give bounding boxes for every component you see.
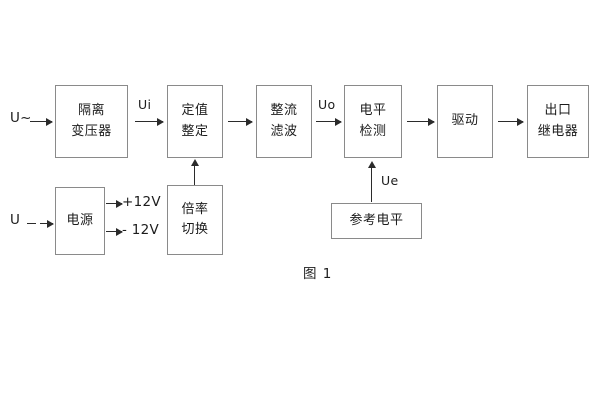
signal-label-ue: Ue — [381, 173, 399, 188]
arrow-isolation-transformer-to-setting-value — [135, 117, 164, 126]
block-output-relay-line2: 继电器 — [537, 123, 579, 139]
block-rectify-filter-line2: 滤波 — [270, 123, 298, 139]
dc-input-dash-segment-1 — [27, 223, 36, 224]
signal-label-uo: Uo — [318, 97, 336, 112]
terminal-label-ac-input: U~ — [10, 110, 32, 126]
block-output-relay-line1: 出口 — [544, 103, 572, 119]
block-setting-value-line1: 定值 — [181, 103, 209, 119]
terminal-label-dc-input: U — [10, 212, 21, 228]
block-output-relay[interactable]: 出口 继电器 — [527, 85, 589, 158]
block-rectify-filter-line1: 整流 — [270, 103, 298, 119]
block-reference-level[interactable]: 参考电平 — [331, 203, 422, 239]
arrow-level-detection-to-drive — [407, 117, 435, 126]
block-setting-value-line2: 整定 — [181, 123, 209, 139]
arrow-multiplier-switch-to-setting-value — [190, 159, 199, 185]
block-reference-level-line1: 参考电平 — [349, 212, 404, 228]
block-isolation-transformer-line1: 隔离 — [77, 103, 105, 119]
block-power-supply[interactable]: 电源 — [55, 187, 105, 255]
arrow-setting-value-to-rectify-filter — [228, 117, 253, 126]
block-multiplier-switch-line1: 倍率 — [181, 201, 209, 217]
arrow-power-supply-positive-rail — [106, 199, 123, 208]
block-multiplier-switch[interactable]: 倍率 切换 — [167, 185, 223, 255]
arrow-ac-input-to-isolation-transformer — [30, 117, 53, 126]
rail-label-negative: - 12V — [122, 222, 160, 238]
figure-caption: 图 1 — [303, 266, 333, 282]
block-isolation-transformer[interactable]: 隔离 变压器 — [55, 85, 128, 158]
signal-label-ui: Ui — [138, 97, 152, 112]
arrow-reference-level-to-level-detection — [367, 161, 376, 202]
arrow-rectify-filter-to-level-detection — [316, 117, 342, 126]
arrow-dc-input-to-power-supply — [40, 219, 54, 228]
block-drive[interactable]: 驱动 — [437, 85, 493, 158]
block-setting-value[interactable]: 定值 整定 — [167, 85, 223, 158]
block-rectify-filter[interactable]: 整流 滤波 — [256, 85, 312, 158]
block-isolation-transformer-line2: 变压器 — [71, 123, 112, 139]
block-power-supply-line1: 电源 — [66, 212, 94, 228]
arrow-drive-to-output-relay — [498, 117, 524, 126]
block-level-detection-line1: 电平 — [359, 103, 387, 119]
block-level-detection-line2: 检测 — [359, 123, 387, 139]
block-drive-line1: 驱动 — [451, 113, 479, 129]
rail-label-positive: +12V — [122, 194, 161, 210]
arrow-power-supply-negative-rail — [106, 227, 123, 236]
block-level-detection[interactable]: 电平 检测 — [344, 85, 402, 158]
block-multiplier-switch-line2: 切换 — [181, 222, 209, 237]
